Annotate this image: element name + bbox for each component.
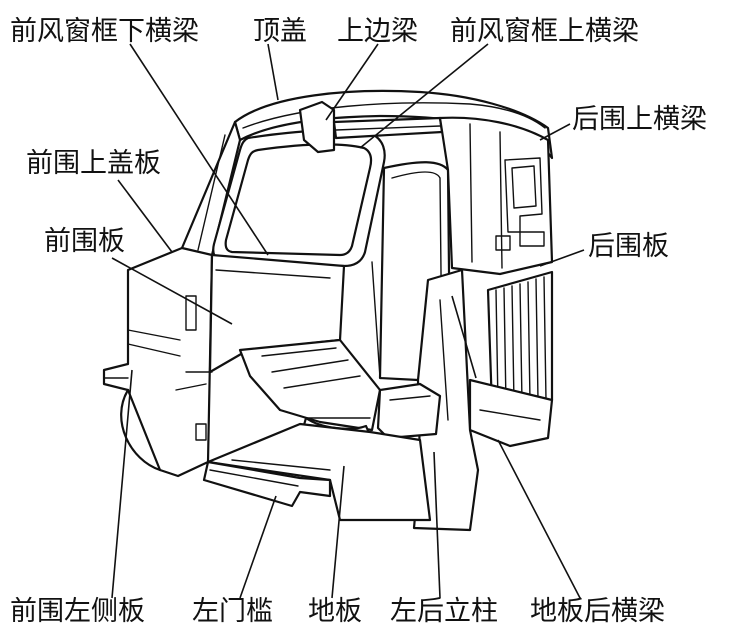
floor-panel — [206, 422, 432, 522]
front-left-side-panel — [102, 246, 214, 478]
engine-tunnel — [238, 338, 382, 432]
cab-body — [102, 89, 554, 532]
label-left-rear-pillar: 左后立柱 — [390, 596, 498, 627]
labels: 前风窗框下横梁 顶盖 上边梁 前风窗框上横梁 后围上横梁 前围上盖板 前围板 后… — [10, 16, 707, 627]
label-roof: 顶盖 — [253, 16, 307, 47]
left-door-sill — [202, 460, 332, 508]
windshield-glass — [224, 143, 373, 257]
leader-lines — [111, 43, 585, 599]
label-front-left-side-panel: 前围左侧板 — [10, 596, 145, 627]
label-upper-side-beam: 上边梁 — [337, 16, 418, 47]
label-front-upper-cover: 前围上盖板 — [26, 148, 161, 179]
label-rear-upper-beam: 后围上横梁 — [572, 104, 707, 135]
label-left-door-sill: 左门槛 — [192, 596, 273, 627]
label-rear-panel: 后围板 — [588, 231, 669, 262]
label-floor-rear-beam: 地板后横梁 — [530, 596, 665, 627]
label-front-panel: 前围板 — [44, 226, 125, 257]
rear-wall — [438, 116, 554, 276]
label-floor: 地板 — [308, 596, 362, 627]
label-windshield-lower-beam: 前风窗框下横梁 — [10, 16, 199, 47]
label-windshield-upper-beam: 前风窗框上横梁 — [450, 16, 639, 47]
